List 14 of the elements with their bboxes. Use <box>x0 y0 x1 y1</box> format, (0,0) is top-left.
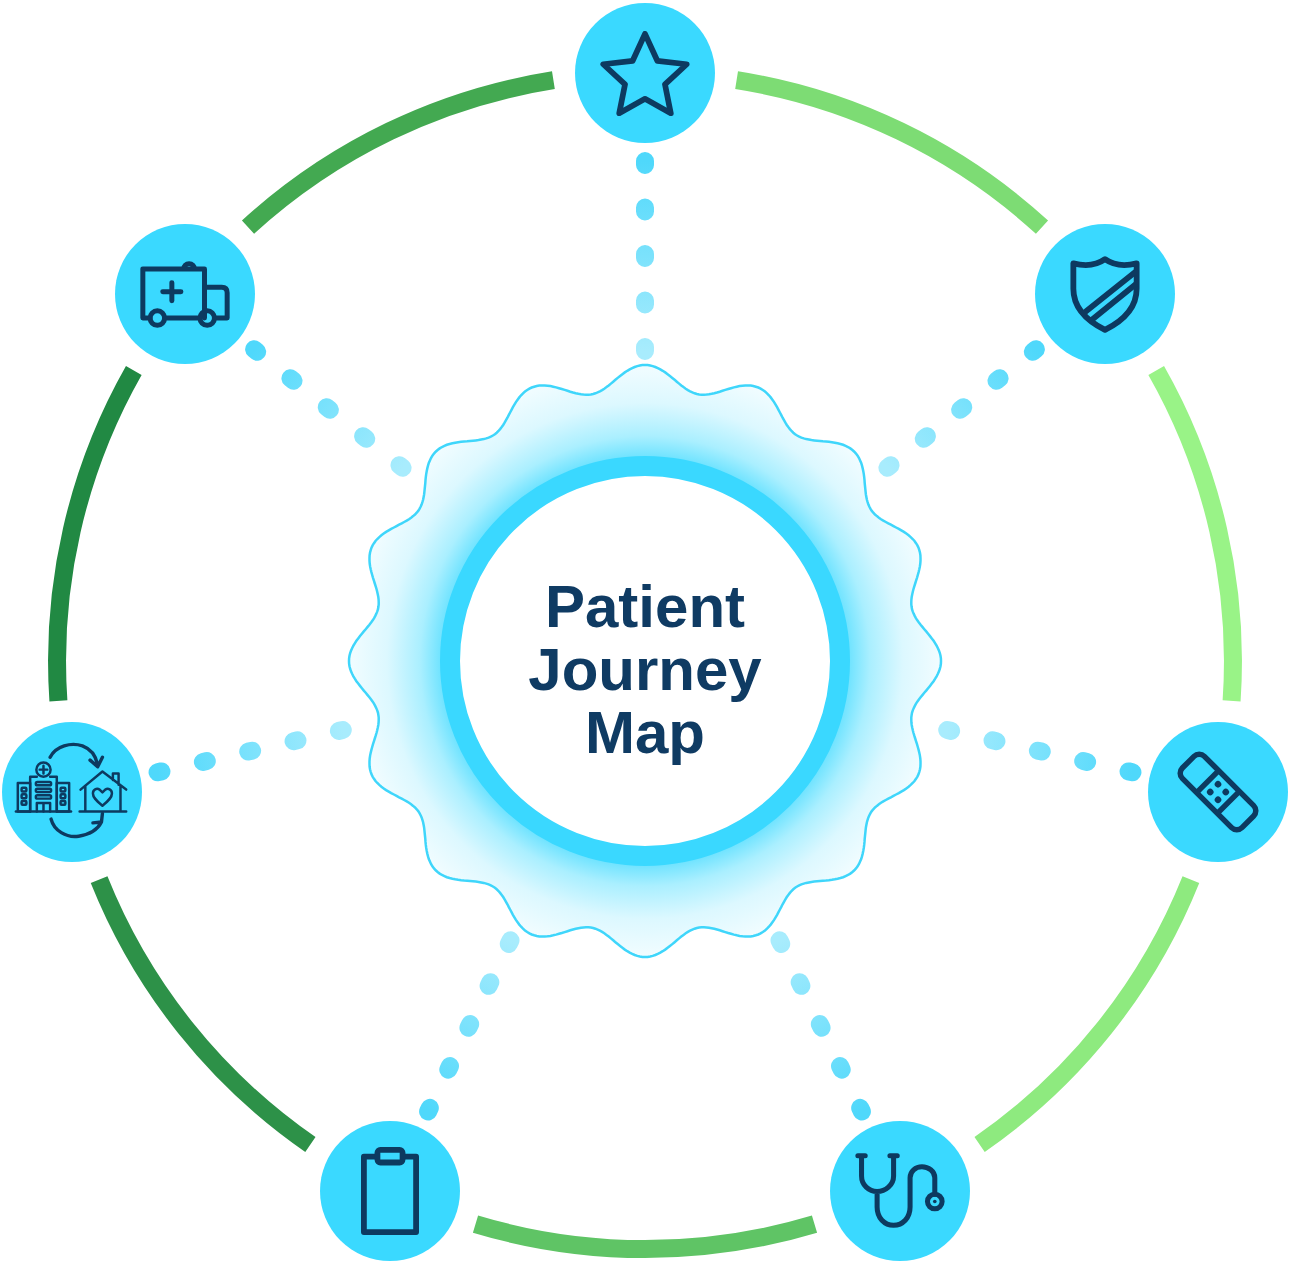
wavy-badge <box>345 361 945 961</box>
ring-arc <box>90 875 316 1152</box>
dotted-connector <box>770 931 871 1121</box>
dotted-connector <box>419 931 520 1121</box>
ring-arc <box>974 875 1200 1152</box>
ring-arc <box>242 71 556 235</box>
ring-arc <box>734 71 1048 235</box>
ring-arc <box>473 1215 817 1258</box>
dotted-connector <box>245 340 412 477</box>
ring-arc <box>1148 366 1242 701</box>
center-title: Patient Journey Map <box>527 574 763 764</box>
ring-arc <box>48 366 142 701</box>
dotted-connector <box>878 340 1045 477</box>
dotted-connector <box>636 152 654 360</box>
